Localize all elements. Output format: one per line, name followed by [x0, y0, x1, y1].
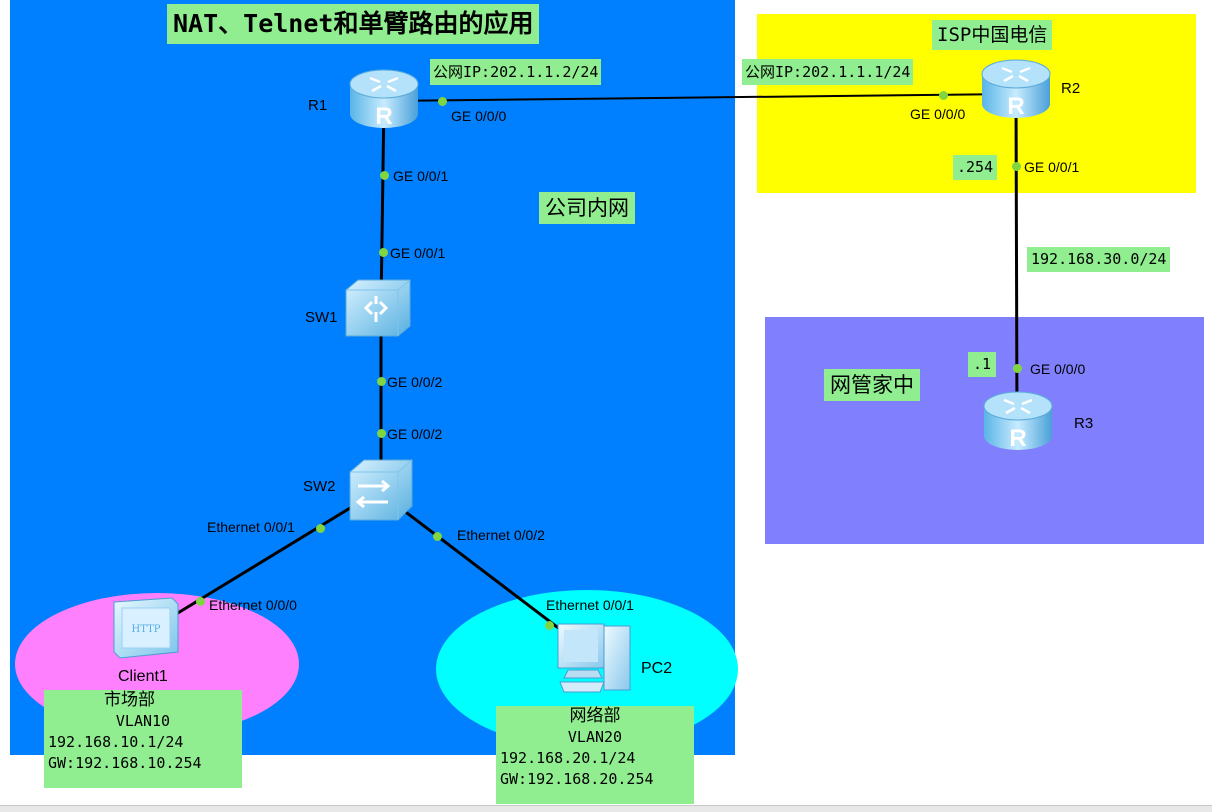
http-client-icon[interactable]: HTTP — [108, 596, 184, 660]
diagram-title: NAT、Telnet和单臂路由的应用 — [167, 4, 540, 44]
sw2-label: SW2 — [303, 478, 336, 495]
r2-ge001-label: GE 0/0/1 — [1024, 159, 1080, 175]
market-vlan: VLAN10 — [115, 712, 171, 730]
r3-ge000-label: GE 0/0/0 — [1030, 361, 1086, 377]
port-dot[interactable] — [1012, 363, 1022, 373]
sw2-eth001-label: Ethernet 0/0/1 — [207, 519, 295, 535]
port-dot[interactable] — [379, 170, 389, 180]
sw1-ge002-label: GE 0/0/2 — [387, 374, 443, 390]
sw2-ge002-label: GE 0/0/2 — [387, 426, 443, 442]
port-dot[interactable] — [432, 531, 442, 541]
port-dot[interactable] — [376, 376, 386, 386]
l3-switch-icon[interactable] — [344, 278, 412, 338]
port-dot[interactable] — [437, 96, 447, 106]
sw1-ge001-label: GE 0/0/1 — [390, 245, 446, 261]
network-dept-name: 网络部 — [569, 706, 621, 726]
netmgmt-label: 网管家中 — [824, 369, 920, 401]
l2-switch-icon[interactable] — [348, 458, 414, 522]
r3-host-note: .1 — [968, 352, 997, 377]
pc2-eth001-label: Ethernet 0/0/1 — [546, 597, 634, 613]
client1-label: Client1 — [118, 668, 168, 685]
market-gw: GW:192.168.10.254 — [48, 754, 202, 772]
market-dept-note: 市场部 VLAN10 192.168.10.1/24 GW:192.168.10… — [44, 690, 242, 788]
svg-text:R: R — [375, 103, 392, 130]
network-vlan: VLAN20 — [567, 728, 623, 746]
r1-ge001-label: GE 0/0/1 — [393, 168, 449, 184]
port-dot[interactable] — [544, 620, 554, 630]
router-icon[interactable]: R — [980, 56, 1052, 122]
port-dot[interactable] — [378, 247, 388, 257]
sw2-eth002-label: Ethernet 0/0/2 — [457, 527, 545, 543]
r3-label: R3 — [1074, 415, 1094, 432]
r1-ge000-label: GE 0/0/0 — [451, 108, 507, 124]
link-sw2-pc2 — [377, 489, 591, 654]
port-dot[interactable] — [376, 428, 386, 438]
network-ip: 192.168.20.1/24 — [500, 749, 636, 767]
isp-label: ISP中国电信 — [932, 20, 1053, 50]
r2-public-ip-note: 公网IP:202.1.1.1/24 — [742, 59, 914, 85]
bottom-scrollbar[interactable] — [0, 805, 1212, 812]
port-dot[interactable] — [195, 596, 205, 606]
link-sw2-client1 — [149, 489, 379, 632]
r2-label: R2 — [1061, 80, 1081, 97]
port-dot[interactable] — [938, 90, 948, 100]
pc-icon[interactable] — [554, 620, 634, 698]
subnet-30-note: 192.168.30.0/24 — [1027, 247, 1171, 272]
router-icon[interactable]: R — [348, 66, 420, 132]
port-dot[interactable] — [315, 523, 325, 533]
sw1-label: SW1 — [305, 309, 338, 326]
r1-public-ip-note: 公网IP:202.1.1.2/24 — [430, 59, 602, 85]
market-dept-name: 市场部 — [104, 690, 155, 710]
network-gw: GW:192.168.20.254 — [500, 770, 654, 788]
link-r1-sw1 — [379, 100, 386, 308]
router-icon[interactable]: R — [982, 388, 1054, 454]
link-r1-r2 — [383, 93, 1017, 102]
port-dot[interactable] — [1011, 161, 1021, 171]
svg-text:R: R — [1007, 93, 1024, 120]
client1-eth000-label: Ethernet 0/0/0 — [209, 597, 297, 613]
link-r2-r3 — [1014, 93, 1019, 425]
r1-label: R1 — [308, 97, 328, 114]
svg-text:HTTP: HTTP — [132, 624, 161, 635]
network-dept-note: 网络部 VLAN20 192.168.20.1/24 GW:192.168.20… — [496, 706, 694, 804]
r2-host-note: .254 — [953, 155, 998, 180]
pc2-label: PC2 — [641, 660, 673, 677]
intranet-label: 公司内网 — [539, 192, 635, 224]
svg-text:R: R — [1009, 425, 1026, 452]
market-ip: 192.168.10.1/24 — [48, 733, 184, 751]
r2-ge000-label: GE 0/0/0 — [910, 106, 966, 122]
